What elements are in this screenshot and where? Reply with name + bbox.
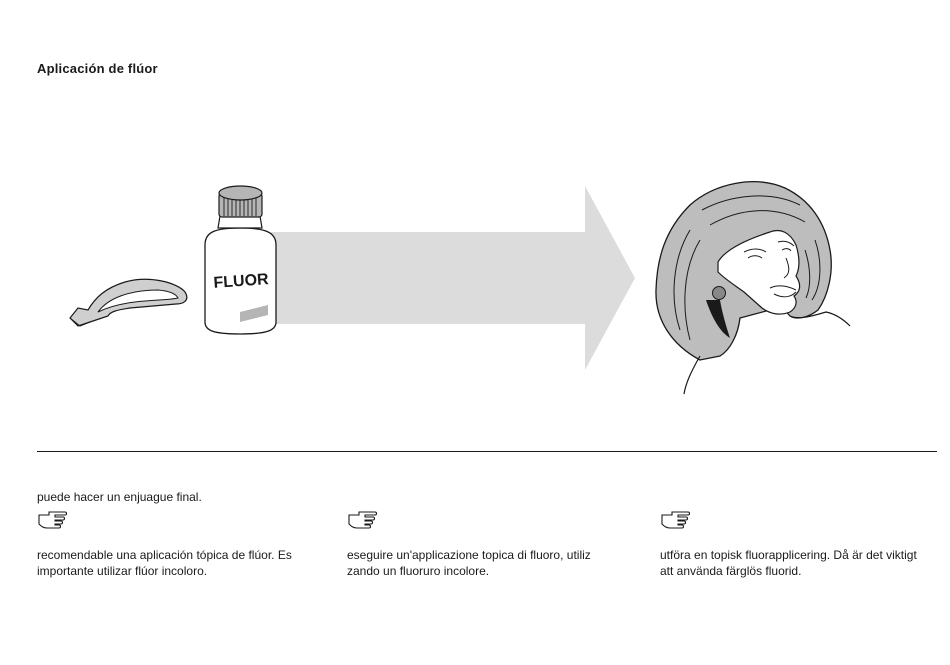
pointing-hand-icon <box>348 511 378 529</box>
fluoride-illustration: FLUOR <box>69 181 851 395</box>
divider <box>37 451 937 452</box>
arrow-shape <box>270 186 635 370</box>
column-line: eseguire un'applicazione topica di fluor… <box>347 548 591 562</box>
column-line: zando un fluoruro incolore. <box>347 564 490 578</box>
pointing-hand-icon <box>661 511 691 529</box>
column-line: utföra en topisk fluorapplicering. Då är… <box>660 548 917 562</box>
column-line: importante utilizar flúor incoloro. <box>37 564 208 578</box>
intro-text: puede hacer un enjuague final. <box>37 490 202 504</box>
column-swedish: utföra en topisk fluorapplicering. Då är… <box>660 547 950 579</box>
column-italian: eseguire un'applicazione topica di fluor… <box>347 547 647 579</box>
fluor-bottle: FLUOR <box>204 185 277 335</box>
column-spanish: recomendable una aplicación tópica de fl… <box>37 547 337 579</box>
bottle-label: FLUOR <box>213 271 270 292</box>
column-line: att använda färglös fluorid. <box>660 564 802 578</box>
page-title: Aplicación de flúor <box>37 61 158 76</box>
mouth-tray-icon <box>69 278 188 327</box>
earring <box>712 286 726 300</box>
pointing-hand-icon <box>38 511 68 529</box>
woman-portrait <box>655 181 851 395</box>
column-line: recomendable una aplicación tópica de fl… <box>37 548 292 562</box>
